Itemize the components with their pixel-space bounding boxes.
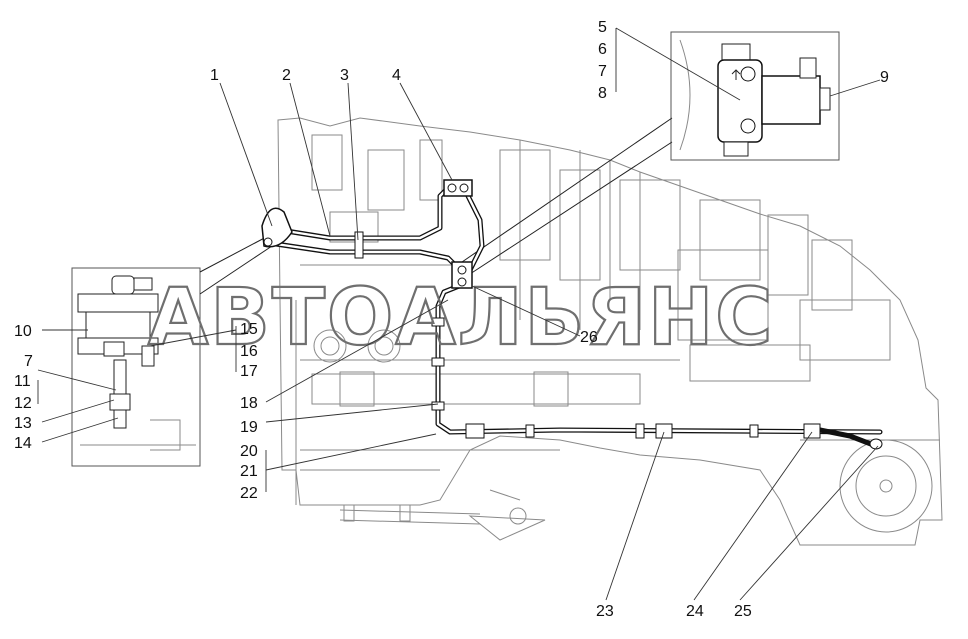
callout-6: 6 xyxy=(598,41,607,58)
callout-labels: 1 2 3 4 5 6 7 8 9 10 7 11 12 13 14 15 16… xyxy=(14,19,889,620)
callout-4: 4 xyxy=(392,67,401,84)
callout-3: 3 xyxy=(340,67,349,84)
callout-18: 18 xyxy=(240,395,258,412)
callout-14: 14 xyxy=(14,435,32,452)
callout-15: 15 xyxy=(240,321,258,338)
pipe-assembly xyxy=(261,179,883,450)
callout-2: 2 xyxy=(282,67,291,84)
engine-outline xyxy=(277,117,943,546)
callout-20: 20 xyxy=(240,443,258,460)
callout-19: 19 xyxy=(240,419,258,436)
callout-13: 13 xyxy=(14,415,32,432)
callout-17: 17 xyxy=(240,363,258,380)
callout-23: 23 xyxy=(596,603,614,620)
left-detail-inset xyxy=(71,267,201,467)
callout-26: 26 xyxy=(580,329,598,346)
inset-connectors xyxy=(199,117,673,295)
callout-21: 21 xyxy=(240,463,258,480)
leader-lines xyxy=(37,27,881,601)
callout-1: 1 xyxy=(210,67,219,84)
callout-24: 24 xyxy=(686,603,704,620)
callout-9: 9 xyxy=(880,69,889,86)
callout-8: 8 xyxy=(598,85,607,102)
callout-22: 22 xyxy=(240,485,258,502)
callout-16: 16 xyxy=(240,343,258,360)
callout-11: 11 xyxy=(14,373,31,390)
callout-10: 10 xyxy=(14,323,32,340)
callout-12: 12 xyxy=(14,395,32,412)
callout-5: 5 xyxy=(598,19,607,36)
watermark-text: АВТОАЛЬЯНС xyxy=(148,273,775,363)
callout-25: 25 xyxy=(734,603,752,620)
callout-7-top: 7 xyxy=(598,63,607,80)
callout-7-left: 7 xyxy=(24,353,33,370)
right-detail-inset xyxy=(670,31,840,161)
